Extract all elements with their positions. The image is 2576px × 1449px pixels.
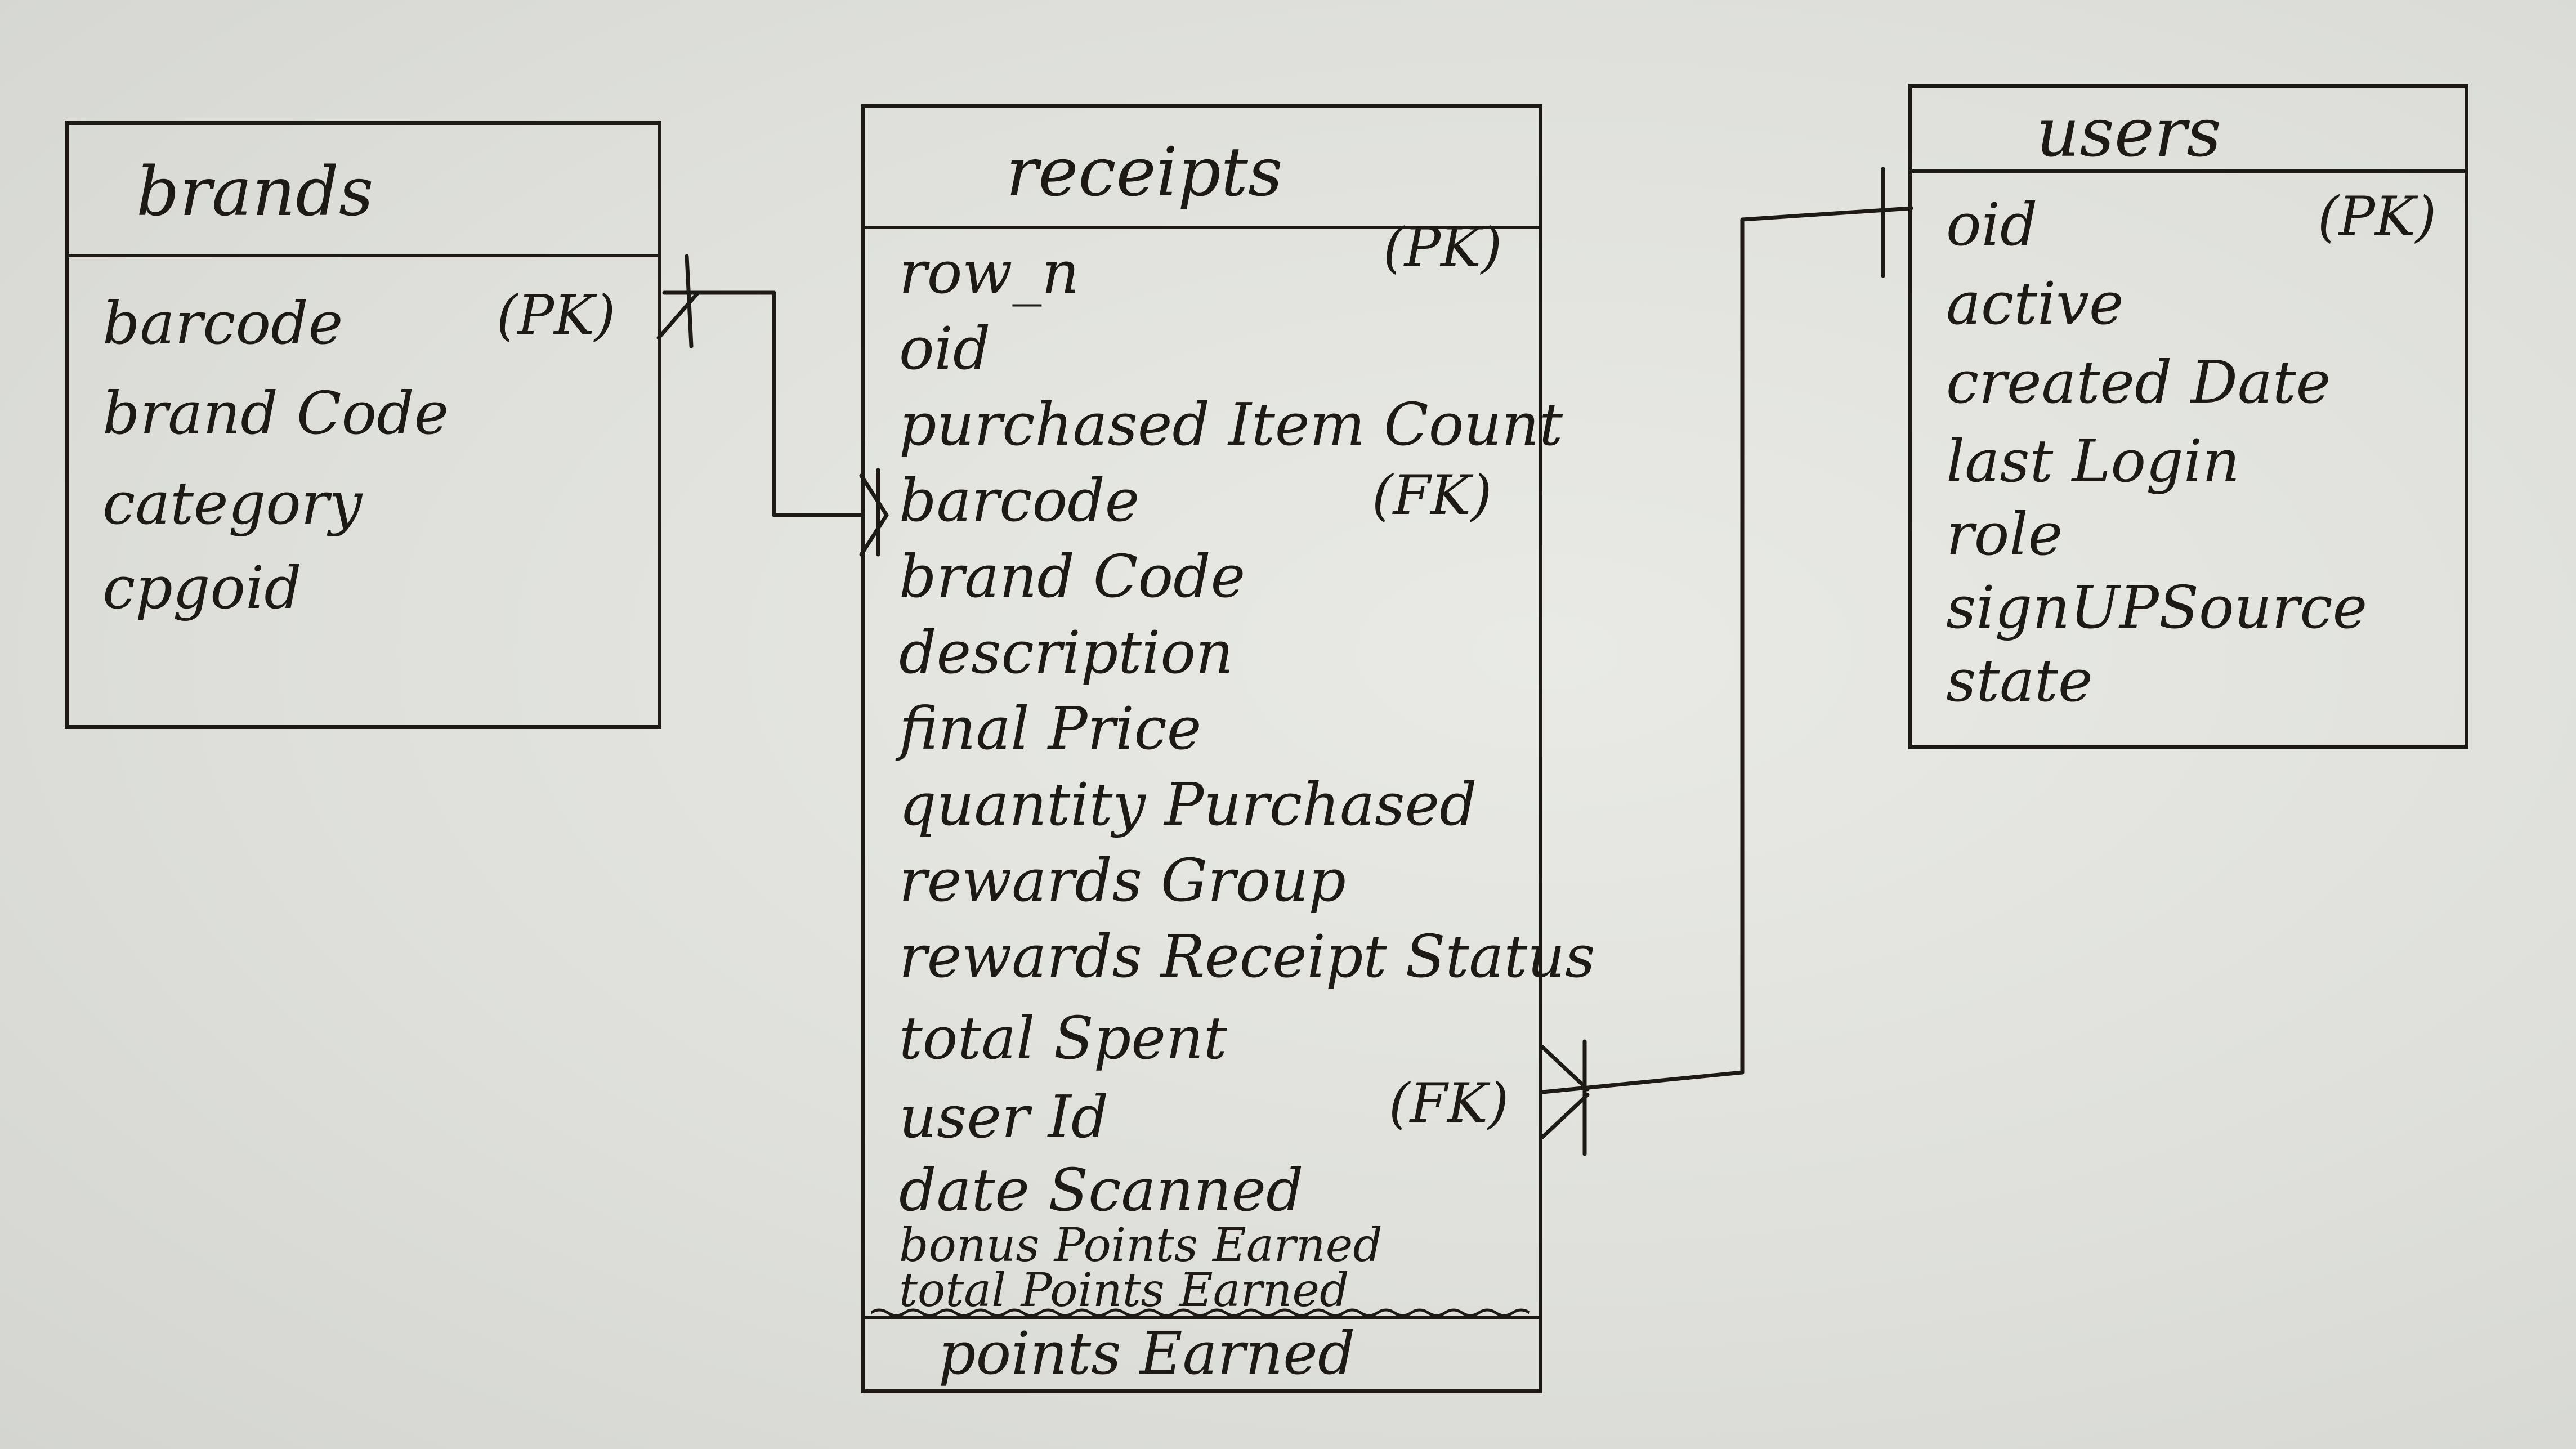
receipts-attr-brand-code: brand Code [899,542,1246,611]
users-attr-signupsource: signUPSource [1946,573,2368,642]
receipts-attr-final-price: final Price [899,694,1202,763]
receipts-barcode-crow-top [859,473,889,517]
receipts-userid-fk-label: (FK) [1389,1072,1509,1135]
entity-receipts-title: receipts [865,108,1539,229]
users-receipts-link [1540,206,1913,1094]
receipts-attr-quantity-purchased: quantity Purchased [899,770,1477,839]
receipts-attr-row-n: row_n [899,238,1080,307]
entity-receipts: receipts row_n (PK) oid purchased Item C… [861,104,1595,1393]
receipts-attr-date-scanned: date Scanned [899,1156,1304,1224]
receipts-barcode-crow-bottom [859,513,889,557]
entity-brands: brands barcode (PK) brand Code category … [65,121,661,729]
entity-brands-title: brands [69,125,658,257]
entity-users-title: users [1912,88,2465,173]
brands-attr-barcode: barcode [102,289,343,357]
receipts-attr-total-points-earned: total Points Earned [899,1264,1349,1317]
entity-users: users oid (PK) active created Date last … [1908,84,2468,749]
users-pk-label: (PK) [2318,185,2437,248]
receipts-userid-crow-bottom [1540,1093,1590,1139]
brands-receipts-link [662,290,864,517]
brands-pk-label: (PK) [497,284,616,347]
users-attr-role: role [1946,500,2063,569]
users-attr-state: state [1946,646,2093,715]
receipts-attr-user-id: user Id [899,1083,1109,1151]
brands-attr-brandcode: brand Code [102,379,449,448]
users-attr-active: active [1946,269,2124,338]
receipts-attr-description: description [899,618,1233,687]
brands-crowfoot-upper [656,290,700,340]
receipts-attr-total-spent: total Spent [899,1004,1227,1072]
receipts-userid-crow-top [1540,1045,1590,1092]
receipts-attr-purchased-item-count: purchased Item Count [899,390,1563,459]
brands-attr-cpgoid: cpgoid [102,553,302,622]
users-attr-last-login: last Login [1946,427,2240,495]
receipts-attr-rewards-group: rewards Group [899,846,1346,915]
receipts-attr-oid: oid [899,314,991,383]
receipts-barcode-fk-label: (FK) [1372,464,1492,527]
receipts-attr-points-earned: points Earned [938,1319,1356,1388]
receipts-attr-bonus-points-earned: bonus Points Earned [899,1219,1383,1272]
users-attr-created-date: created Date [1946,348,2331,417]
receipts-pk-label: (PK) [1383,216,1502,279]
receipts-footer-divider [865,1316,1539,1319]
brands-attr-category: category [102,469,363,538]
receipts-attr-rewards-receipt-status: rewards Receipt Status [899,922,1595,991]
receipts-attr-barcode: barcode [899,466,1140,535]
users-attr-oid: oid [1946,190,2038,259]
